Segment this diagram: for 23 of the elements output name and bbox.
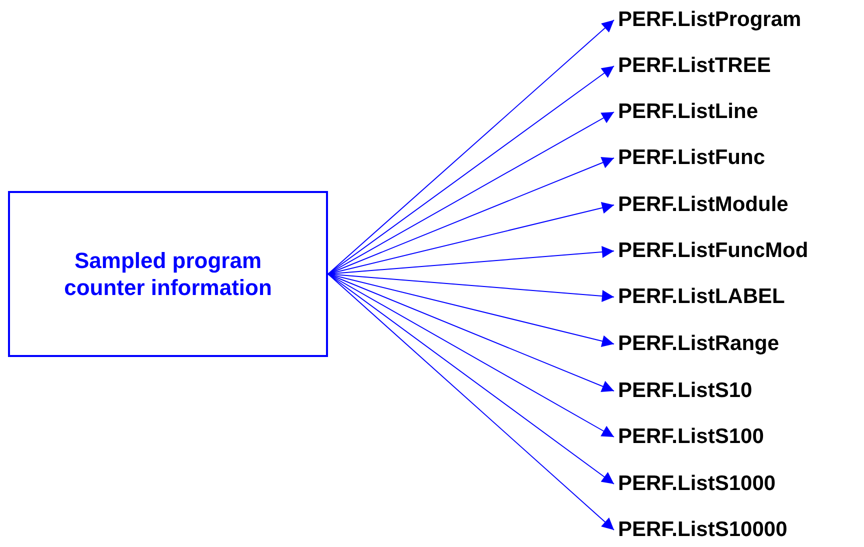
output-label: PERF.ListLABEL [618, 284, 785, 310]
process-box [8, 191, 328, 357]
arrow [328, 202, 614, 274]
output-label: PERF.ListRange [618, 331, 780, 358]
output-label: PERF.ListS10000 [618, 517, 788, 544]
output-label: PERF.ListS10 [618, 378, 752, 404]
output-label: PERF.ListFuncMod [618, 238, 808, 264]
output-label: PERF.ListModule [618, 192, 788, 218]
arrow [328, 274, 614, 302]
arrow [328, 274, 614, 347]
arrow [328, 156, 614, 274]
output-label: PERF.ListProgram [618, 7, 802, 34]
arrow [328, 274, 614, 392]
arrow [328, 66, 614, 274]
arrow [328, 274, 614, 484]
output-label: PERF.ListFunc [618, 145, 766, 172]
box-label: Sampled program counter information [63, 247, 273, 301]
output-label: PERF.ListLine [618, 99, 758, 126]
arrow [328, 20, 614, 274]
output-label: PERF.ListS1000 [618, 471, 776, 498]
arrow [328, 274, 614, 530]
output-label: PERF.ListTREE [618, 53, 771, 80]
output-label: PERF.ListS100 [618, 424, 764, 450]
